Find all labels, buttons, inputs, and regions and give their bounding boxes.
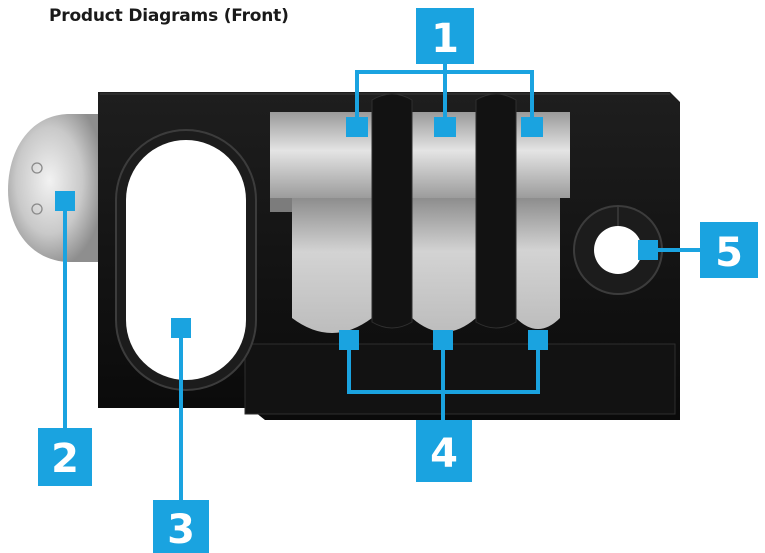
callout-4: 4 [416, 420, 472, 482]
marker-2 [55, 191, 75, 211]
callout-1-number: 1 [431, 16, 459, 62]
callout-4-number: 4 [430, 431, 458, 477]
rod-end-dot-top [31, 162, 43, 174]
oval-slot [115, 129, 257, 391]
marker-4b [433, 330, 453, 350]
marker-1a [346, 117, 368, 137]
slot-recesses [292, 198, 560, 333]
body-ledge [244, 343, 676, 415]
rod-end [8, 114, 100, 262]
callout-lines [63, 56, 701, 502]
callout-markers [55, 117, 658, 350]
callout-2: 2 [38, 428, 92, 486]
callout-3: 3 [153, 500, 209, 553]
rod-end-dot-bottom [31, 203, 43, 215]
marker-4c [528, 330, 548, 350]
prongs [371, 93, 517, 329]
marker-4a [339, 330, 359, 350]
marker-3 [171, 318, 191, 338]
marker-1c [521, 117, 543, 137]
marker-1b [434, 117, 456, 137]
marker-5 [638, 240, 658, 260]
callout-1: 1 [416, 8, 474, 64]
callout-2-number: 2 [51, 436, 79, 482]
page-title: Product Diagrams (Front) [49, 6, 289, 26]
callout-5-number: 5 [715, 230, 743, 276]
callout-3-number: 3 [167, 507, 195, 553]
round-hole [573, 205, 663, 295]
callout-5: 5 [700, 222, 758, 278]
